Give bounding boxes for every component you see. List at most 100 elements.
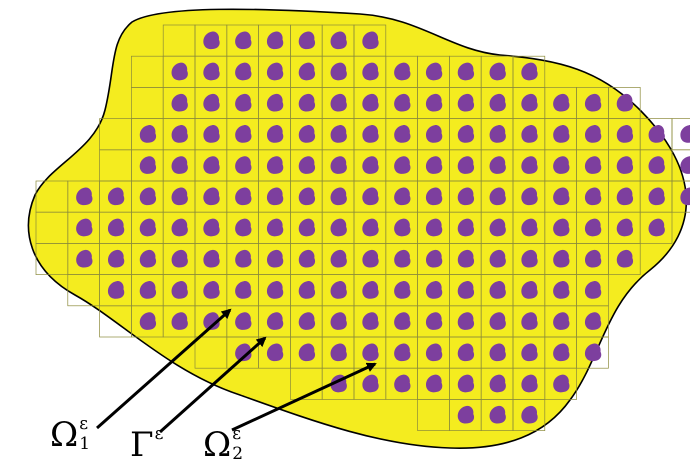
- inclusion: [362, 125, 379, 143]
- inclusion: [139, 281, 157, 299]
- inclusion: [298, 156, 316, 174]
- inclusion: [553, 156, 570, 174]
- inclusion: [521, 312, 538, 330]
- inclusion: [553, 187, 570, 206]
- label-arrows: [96, 308, 377, 434]
- inclusion: [330, 218, 347, 237]
- inclusion: [235, 218, 252, 237]
- inclusion: [362, 312, 379, 330]
- omega1-superscript: ε: [79, 414, 89, 434]
- inclusion: [584, 218, 602, 237]
- inclusion: [266, 281, 284, 299]
- inclusion: [425, 125, 443, 143]
- inclusion: [553, 93, 570, 112]
- inclusion: [616, 218, 634, 237]
- inclusion: [298, 218, 316, 237]
- inclusion: [394, 93, 411, 112]
- inclusion: [362, 343, 379, 362]
- inclusion: [521, 125, 538, 143]
- inclusion: [76, 249, 93, 268]
- inclusion: [457, 156, 475, 174]
- inclusion: [521, 249, 538, 268]
- inclusion: [266, 156, 284, 174]
- inclusion: [171, 93, 188, 112]
- inclusion: [171, 281, 188, 299]
- inclusion: [425, 374, 443, 393]
- inclusion: [489, 93, 506, 112]
- inclusion: [266, 312, 284, 330]
- inclusion: [203, 62, 220, 81]
- inclusion: [235, 93, 252, 112]
- omega1-subscript: 1: [79, 434, 91, 454]
- inclusion: [139, 218, 157, 237]
- inclusion: [425, 281, 443, 299]
- inclusion: [425, 343, 443, 362]
- gamma-symbol: Γ: [130, 425, 154, 465]
- inclusion: [330, 187, 347, 206]
- inclusion: [425, 218, 443, 237]
- inclusion: [489, 405, 506, 424]
- inclusion: [394, 218, 411, 237]
- inclusion: [489, 281, 506, 299]
- inclusion: [457, 312, 475, 330]
- inclusion: [521, 187, 538, 206]
- inclusion: [457, 62, 475, 81]
- inclusion: [457, 281, 475, 299]
- gamma-superscript: ε: [154, 424, 164, 444]
- inclusion: [330, 156, 347, 174]
- inclusion: [330, 93, 347, 112]
- inclusion: [330, 343, 347, 362]
- arrow-gamma: [158, 336, 267, 434]
- inclusion: [521, 281, 538, 299]
- inclusion: [616, 156, 634, 174]
- inclusion: [616, 249, 634, 268]
- inclusion: [298, 281, 316, 299]
- inclusion: [680, 156, 690, 174]
- inclusion: [680, 187, 690, 206]
- inclusion: [584, 156, 602, 174]
- inclusion: [298, 125, 316, 143]
- inclusion: [648, 125, 665, 143]
- inclusion: [394, 249, 411, 268]
- inclusion: [203, 218, 220, 237]
- inclusion: [394, 156, 411, 174]
- inclusion: [457, 249, 475, 268]
- inclusion: [235, 125, 252, 143]
- inclusion: [489, 62, 506, 81]
- inclusion: [425, 312, 443, 330]
- inclusion: [425, 187, 443, 206]
- inclusion: [362, 156, 379, 174]
- inclusion: [394, 62, 411, 81]
- inclusion: [584, 281, 602, 299]
- inclusion: [394, 374, 411, 393]
- inclusion: [298, 93, 316, 112]
- inclusion: [553, 374, 570, 393]
- inclusion: [171, 218, 188, 237]
- grid-cell: [671, 180, 690, 213]
- inclusion: [489, 218, 506, 237]
- periodic-cell-grid: [35, 24, 690, 431]
- inclusion: [266, 93, 284, 112]
- inclusion: [266, 343, 284, 362]
- inclusion: [235, 312, 252, 330]
- inclusion: [362, 374, 379, 393]
- inclusion: [298, 187, 316, 206]
- inclusion: [521, 405, 538, 424]
- inclusion: [235, 281, 252, 299]
- inclusion: [394, 281, 411, 299]
- grid-cell: [512, 399, 546, 431]
- inclusion: [203, 93, 220, 112]
- inclusion: [425, 93, 443, 112]
- omega2-superscript: ε: [232, 424, 242, 444]
- inclusion: [521, 343, 538, 362]
- inclusion: [107, 187, 125, 206]
- inclusion: [648, 187, 665, 206]
- inclusion: [266, 31, 284, 50]
- inclusion: [76, 187, 93, 206]
- inclusion: [139, 249, 157, 268]
- inclusion: [203, 249, 220, 268]
- inclusion: [584, 125, 602, 143]
